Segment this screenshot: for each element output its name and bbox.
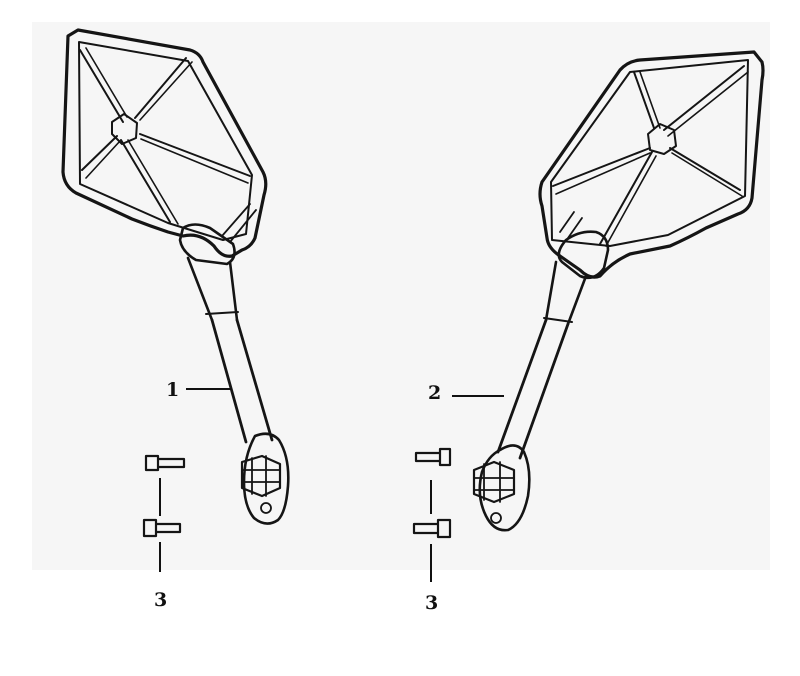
- callout-label-3-left: 3: [154, 589, 167, 611]
- diagram-panel: [32, 22, 770, 570]
- callout-label-1: 1: [166, 379, 179, 401]
- right-mirror: [472, 50, 765, 532]
- callout-label-3-right: 3: [425, 592, 438, 614]
- bolt-right-upper: [414, 447, 452, 467]
- left-mirror: [61, 28, 290, 525]
- bolt-left-lower: [142, 518, 182, 538]
- bolt-right-lower: [412, 518, 452, 539]
- bolt-left-upper: [144, 454, 186, 472]
- callout-label-2: 2: [428, 382, 441, 404]
